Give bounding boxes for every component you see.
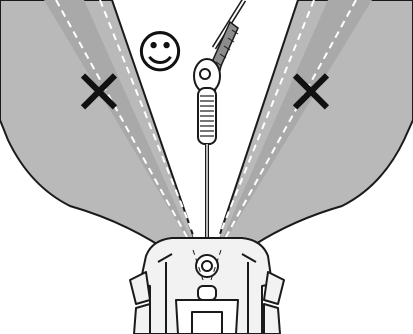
correct-indicator: ☺ bbox=[136, 25, 184, 79]
left-x-mark: ✕ bbox=[73, 56, 125, 129]
tether-hook bbox=[193, 58, 221, 145]
right-x-mark: ✕ bbox=[285, 56, 337, 129]
right-strap-incorrect bbox=[206, 0, 413, 271]
right-x-icon: ✕ bbox=[285, 56, 337, 129]
smiley-icon: ☺ bbox=[136, 25, 184, 79]
left-x-icon: ✕ bbox=[73, 56, 125, 129]
seat-anchor-assembly bbox=[129, 237, 285, 334]
